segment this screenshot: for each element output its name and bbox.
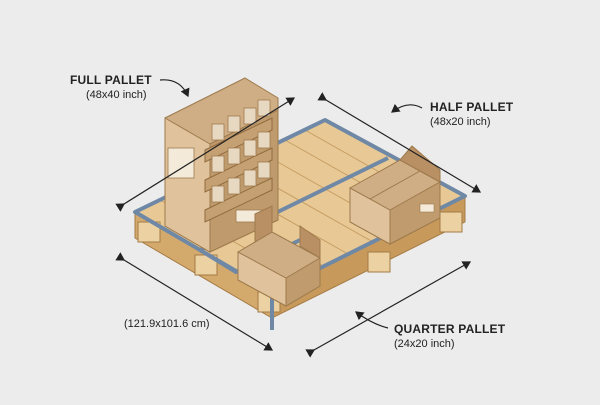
half-pallet-dimension: (48x20 inch)	[430, 116, 513, 128]
half-pallet-label: HALF PALLET (48x20 inch)	[430, 98, 513, 128]
quarter-pallet-title: QUARTER PALLET	[394, 322, 505, 336]
quarter-pallet-label: QUARTER PALLET (24x20 inch)	[394, 320, 505, 350]
half-pallet-title: HALF PALLET	[430, 100, 513, 114]
quarter-leader-arrow	[356, 312, 388, 328]
metric-dimension-label: (121.9x101.6 cm)	[124, 318, 210, 330]
half-leader-arrow	[392, 105, 422, 112]
quarter-pallet-dimension: (24x20 inch)	[394, 338, 505, 350]
full-pallet-dimension: (48x40 inch)	[70, 89, 152, 101]
full-leader-arrow	[160, 80, 188, 96]
full-pallet-label: FULL PALLET (48x40 inch)	[70, 71, 152, 101]
full-pallet-title: FULL PALLET	[70, 73, 152, 87]
